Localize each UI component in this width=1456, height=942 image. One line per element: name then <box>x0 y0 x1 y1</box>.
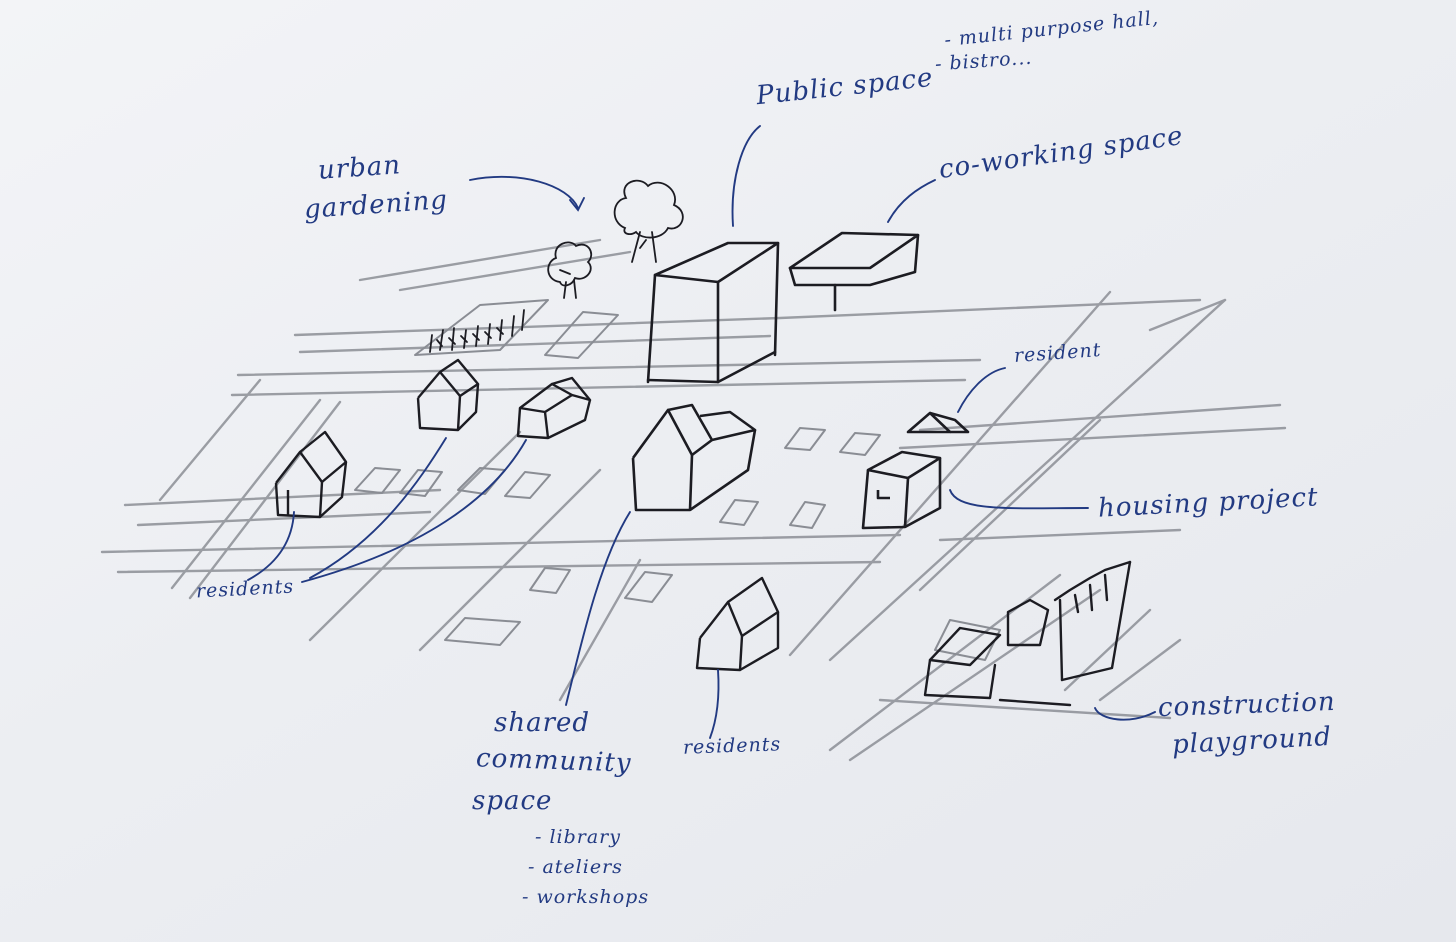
building-shared-community <box>631 403 757 512</box>
street-line <box>170 398 322 590</box>
house-bottom <box>695 576 780 672</box>
lot <box>529 567 571 594</box>
leader-urban-gardening <box>469 175 579 209</box>
leader-shared-community <box>565 511 631 706</box>
leader-residents-a <box>247 511 295 581</box>
leader-public-space <box>731 125 761 227</box>
label-urban-gardening-1: urban <box>317 150 402 186</box>
street-line <box>878 698 1172 720</box>
street-line <box>398 250 632 292</box>
label-community-note-ateliers: - ateliers <box>528 856 623 878</box>
street-line <box>358 238 602 282</box>
street-line <box>1063 608 1152 692</box>
garden-plot <box>544 311 619 359</box>
street-line <box>1098 638 1182 702</box>
street-line <box>188 400 342 600</box>
street-line <box>788 290 1112 657</box>
leader-residents-b <box>309 437 447 579</box>
street-line <box>158 378 262 502</box>
street-line <box>230 378 967 397</box>
street-line <box>918 403 1282 432</box>
street-grid <box>100 238 1287 762</box>
lot <box>934 619 1001 661</box>
street-line <box>918 418 1102 592</box>
lot <box>399 469 443 497</box>
leader-construction-playground <box>1094 707 1156 721</box>
leader-co-working <box>887 179 936 223</box>
street-line <box>828 298 1227 662</box>
lot <box>444 617 521 646</box>
street-line <box>123 488 442 507</box>
street-line <box>1148 298 1227 332</box>
street-line <box>938 528 1182 542</box>
label-residents-bottom: residents <box>682 733 782 759</box>
label-shared-community-2: community <box>475 743 632 779</box>
lot <box>457 467 506 495</box>
street-line <box>116 560 882 574</box>
house-center-left <box>416 358 480 432</box>
street-line <box>848 588 1102 762</box>
building-housing-project <box>861 411 970 530</box>
lot <box>624 571 673 603</box>
label-shared-community-1: shared <box>494 708 591 738</box>
street-line <box>136 510 432 527</box>
lot <box>354 467 401 494</box>
street-line <box>308 430 522 642</box>
label-community-note-library: - library <box>535 826 622 848</box>
label-construction: construction <box>1157 686 1337 724</box>
label-shared-community-3: space <box>472 786 553 816</box>
leader-residents-c <box>301 439 527 583</box>
street-line <box>418 468 602 652</box>
lot <box>784 427 826 451</box>
lot <box>504 471 551 499</box>
building-co-working <box>788 231 920 312</box>
arrow-head <box>569 197 585 212</box>
street-line <box>298 334 772 354</box>
street-line <box>100 533 902 554</box>
street-line <box>293 298 1202 337</box>
garden-sprouts <box>429 309 525 353</box>
street-line <box>236 358 982 377</box>
tree-large <box>613 179 684 263</box>
leader-housing-project <box>949 489 1089 510</box>
parcels <box>354 299 1001 661</box>
house-left <box>274 430 348 519</box>
garden-plot <box>414 299 549 356</box>
leader-resident <box>957 367 1006 413</box>
building-public-space <box>646 241 780 384</box>
construction-playground-structure <box>923 560 1132 707</box>
leader-lines <box>247 125 1156 739</box>
lot <box>789 501 826 529</box>
leader-residents-bottom <box>709 669 720 739</box>
tree-small <box>547 241 593 299</box>
lot <box>839 432 881 456</box>
street-line <box>898 426 1287 450</box>
label-community-note-workshops: - workshops <box>522 886 650 908</box>
house-center <box>516 376 592 440</box>
lot <box>719 499 759 526</box>
